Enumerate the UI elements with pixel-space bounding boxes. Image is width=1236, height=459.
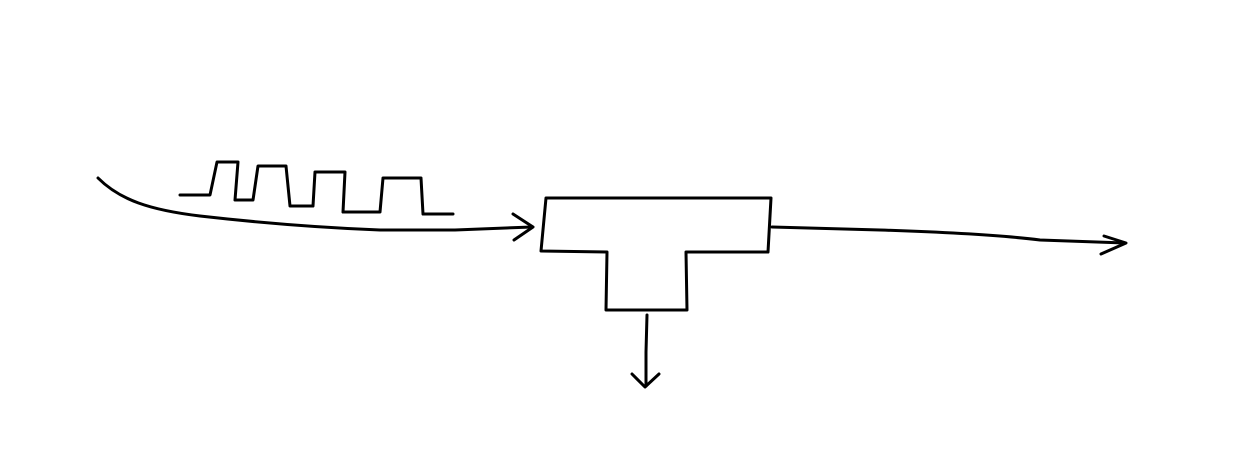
output-arrowhead [1099, 234, 1128, 256]
branch-arrowhead [630, 372, 661, 389]
t-splitter-block [539, 196, 773, 312]
pulse-train-waveform [178, 160, 455, 216]
branch-output-line [644, 313, 649, 388]
input-arrowhead [511, 212, 535, 242]
output-line [770, 225, 1127, 245]
input-signal-curve [96, 176, 534, 232]
